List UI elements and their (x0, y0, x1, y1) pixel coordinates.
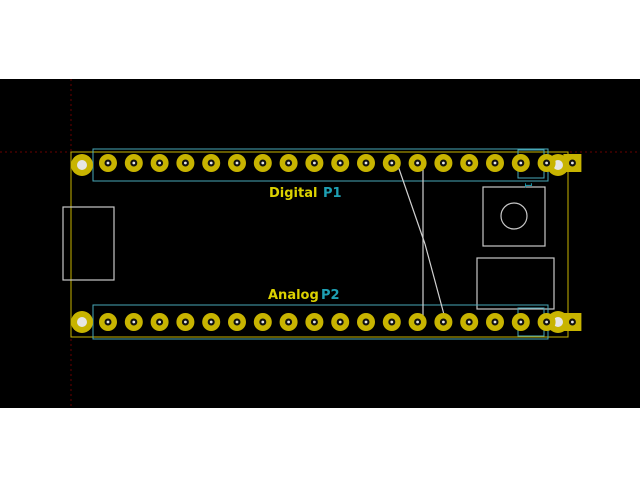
p1-pad-19[interactable] (563, 154, 582, 172)
reset-button-outline[interactable] (482, 186, 546, 247)
p2-pad-11[interactable] (357, 313, 375, 331)
p1-pad-7[interactable] (253, 154, 272, 172)
p1-value-label[interactable]: Digital (269, 186, 317, 201)
trace-2[interactable] (424, 243, 447, 323)
p1-pad-4[interactable] (176, 154, 195, 172)
p1-pad-10[interactable] (331, 154, 350, 172)
p2-pad-3[interactable] (150, 313, 169, 331)
p1-pad-18[interactable] (537, 154, 556, 172)
p1-pad-17[interactable] (511, 154, 530, 172)
p2-pad-2[interactable] (124, 313, 143, 331)
p2-pad-6[interactable] (228, 313, 246, 331)
p2-pad-7[interactable] (253, 313, 272, 331)
p2-pad-18[interactable] (537, 313, 556, 331)
usb-connector-outline[interactable] (62, 206, 115, 281)
p2-pad-17[interactable] (511, 313, 530, 331)
p2-pad-12[interactable] (382, 313, 401, 331)
p2-value-label[interactable]: Analog (268, 288, 319, 303)
reset-button-circle (500, 202, 528, 230)
p1-pad-9[interactable] (305, 154, 324, 172)
p2-pad-14[interactable] (434, 313, 453, 331)
p2-pad-5[interactable] (202, 313, 221, 331)
p2-pad-19[interactable] (563, 313, 582, 331)
p1-pad-11[interactable] (357, 154, 375, 172)
p1-pad-12[interactable] (382, 154, 401, 172)
p1-pad-6[interactable] (228, 154, 246, 172)
p2-pad-8[interactable] (279, 313, 298, 331)
p2-pad-9[interactable] (305, 313, 324, 331)
p2-header-pads[interactable] (99, 313, 582, 331)
p1-pad-8[interactable] (279, 154, 298, 172)
p1-pad-1[interactable] (99, 154, 117, 172)
p1-pad-15[interactable] (460, 154, 479, 172)
mounting-hole-bl[interactable] (71, 311, 93, 333)
p1-pin1-label: 1 (522, 182, 533, 188)
p2-pad-1[interactable] (99, 313, 117, 331)
p1-pad-14[interactable] (434, 154, 453, 172)
p2-pad-4[interactable] (176, 313, 195, 331)
component-outline[interactable] (476, 257, 555, 310)
p1-pad-13[interactable] (408, 154, 427, 172)
p1-pad-16[interactable] (486, 154, 504, 172)
trace-1[interactable] (396, 162, 426, 245)
p2-pad-16[interactable] (486, 313, 504, 331)
mounting-hole-tl[interactable] (71, 154, 93, 176)
p1-pad-5[interactable] (202, 154, 221, 172)
p2-ref-label[interactable]: P2 (321, 288, 340, 303)
p1-pad-3[interactable] (150, 154, 169, 172)
pcb-view[interactable]: Digital P1 Analog P2 1 (0, 79, 640, 408)
p1-header-pads[interactable] (99, 154, 582, 172)
p2-pad-13[interactable] (408, 313, 427, 331)
p2-pad-15[interactable] (460, 313, 479, 331)
pcb-canvas[interactable] (0, 79, 640, 408)
p1-ref-label[interactable]: P1 (323, 186, 342, 201)
p1-pad-2[interactable] (124, 154, 143, 172)
p2-pad-10[interactable] (331, 313, 350, 331)
board-outline[interactable] (70, 151, 569, 338)
